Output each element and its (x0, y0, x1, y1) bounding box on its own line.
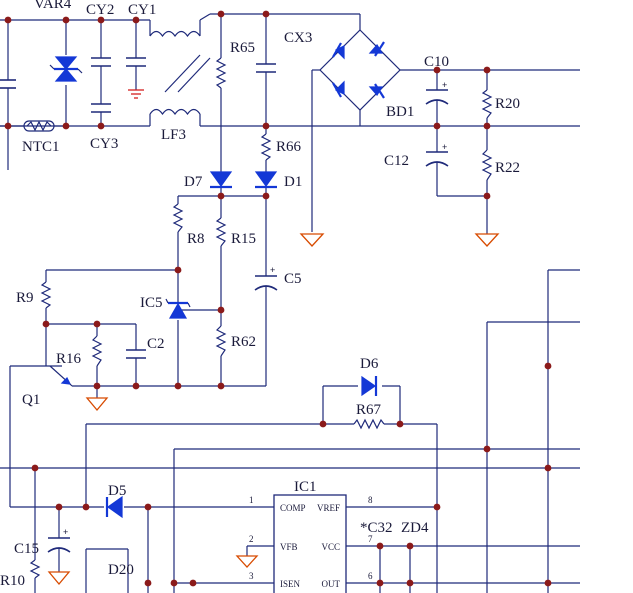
label-cx3: CX3 (284, 30, 312, 46)
bridge-rectifier-bd1 (319, 29, 401, 111)
label-r22: R22 (495, 160, 520, 176)
varistor-var4 (49, 56, 83, 82)
label-c10: C10 (424, 54, 449, 70)
label-r9: R9 (16, 290, 34, 306)
diode-d6 (361, 375, 378, 397)
ic1-pin-vfb: VFB (280, 542, 298, 552)
label-zd4: ZD4 (401, 520, 429, 536)
label-cy3: CY3 (90, 136, 118, 152)
label-cy1: CY1 (128, 2, 156, 18)
ground-r22 (474, 233, 500, 247)
label-r8: R8 (187, 231, 205, 247)
capacitor-c5 (254, 270, 278, 294)
ic1-pin3-number: 3 (249, 571, 254, 581)
diode-d7 (209, 171, 233, 189)
resistor-r8 (172, 203, 184, 233)
label-r67: R67 (356, 402, 382, 418)
component-labels: VAR4 CY2 CY1 NTC1 CY3 LF3 R65 CX3 R66 D7… (0, 0, 520, 589)
diodes (105, 171, 378, 519)
label-c5: C5 (284, 271, 302, 287)
label-c12: C12 (384, 153, 409, 169)
capacitor-cy3 (91, 103, 111, 113)
label-r15: R15 (231, 231, 256, 247)
resistor-r16 (91, 335, 103, 367)
label-d20: D20 (108, 562, 134, 578)
capacitor-left-edge (0, 79, 16, 89)
label-ic1: IC1 (294, 479, 317, 495)
ic1-pin-vref: VREF (317, 503, 340, 513)
capacitor-c2 (126, 349, 146, 359)
label-r10: R10 (0, 573, 25, 589)
ground-cy1 (128, 89, 144, 99)
resistor-r20 (481, 89, 493, 119)
ground-c15 (47, 571, 71, 586)
label-r66: R66 (276, 139, 302, 155)
ic1-pin7-number: 7 (368, 534, 373, 544)
resistor-r9 (40, 281, 52, 309)
choke-lf3 (149, 30, 201, 116)
diode-d1 (254, 171, 278, 189)
resistor-r67 (353, 418, 385, 430)
label-d6: D6 (360, 356, 379, 372)
label-var4: VAR4 (34, 0, 72, 12)
junction-nodes (4, 10, 552, 587)
label-r62: R62 (231, 334, 256, 350)
ground-r16 (85, 397, 109, 412)
label-cy2: CY2 (86, 2, 114, 18)
ground-vfb (235, 555, 259, 568)
resistor-r66 (260, 133, 272, 161)
resistor-r10 (29, 559, 41, 579)
polarity-c5: + (270, 265, 275, 275)
grounds (47, 89, 500, 586)
ic1-package (273, 494, 347, 593)
label-ntc1: NTC1 (22, 139, 60, 155)
ic1-pin-comp: COMP (280, 503, 306, 513)
polarity-c10: + (442, 80, 447, 90)
diode-d5 (105, 495, 123, 519)
capacitor-c15 (47, 537, 71, 556)
label-bd1: BD1 (386, 104, 414, 120)
label-r65: R65 (230, 40, 255, 56)
capacitor-c12 (425, 146, 449, 170)
resistor-r22 (481, 149, 493, 181)
transistor-q1 (30, 365, 73, 387)
label-lf3: LF3 (161, 127, 186, 143)
capacitor-cy1 (126, 57, 146, 67)
capacitor-c10 (425, 84, 449, 110)
label-q1: Q1 (22, 392, 40, 408)
resistor-r62 (215, 325, 227, 357)
polarity-c15: + (63, 527, 68, 537)
label-d7: D7 (184, 174, 203, 190)
ic1-pin8-number: 8 (368, 495, 373, 505)
zener-ic5 (165, 298, 191, 319)
label-d1: D1 (284, 174, 302, 190)
label-c2: C2 (147, 336, 165, 352)
label-c32: *C32 (360, 520, 393, 536)
ic1-pin6-number: 6 (368, 571, 373, 581)
label-ic5: IC5 (140, 295, 163, 311)
capacitor-cx3 (256, 63, 276, 73)
resistor-r65 (215, 57, 227, 89)
label-r20: R20 (495, 96, 520, 112)
resistors (29, 57, 493, 579)
ic1-pin-isen: ISEN (280, 579, 301, 589)
ic1-pin-out: OUT (322, 579, 341, 589)
ic1-pin1-number: 1 (249, 495, 254, 505)
ground-bridge (299, 233, 325, 247)
label-c15: C15 (14, 541, 39, 557)
resistor-r15 (215, 217, 227, 247)
capacitors (0, 57, 449, 556)
polarity-c12: + (442, 142, 447, 152)
capacitor-cy2 (91, 57, 111, 67)
ic1-pin2-number: 2 (249, 534, 254, 544)
ic1-pin-vcc: VCC (321, 542, 340, 552)
label-r16: R16 (56, 351, 82, 367)
label-d5: D5 (108, 483, 126, 499)
